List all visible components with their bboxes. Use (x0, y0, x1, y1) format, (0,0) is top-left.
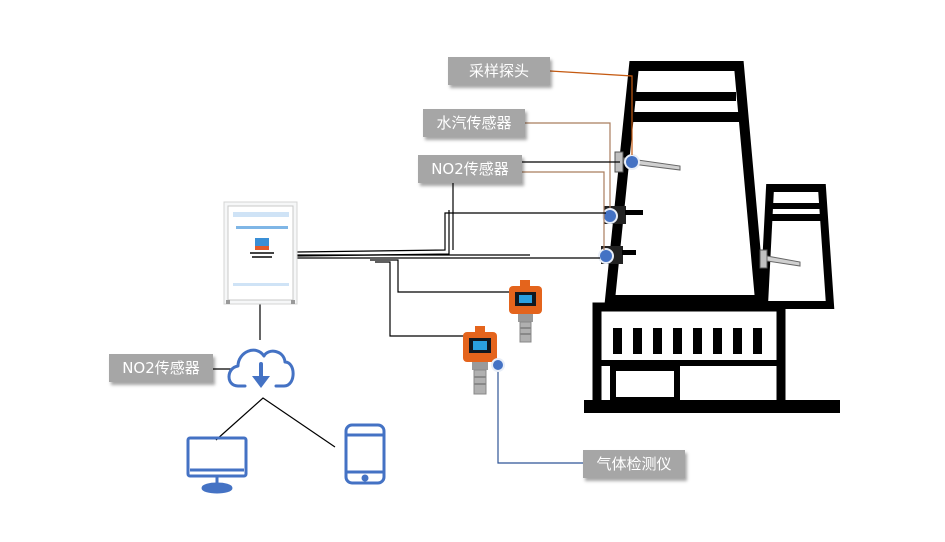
monitor-icon (186, 436, 248, 494)
phone-icon (344, 423, 386, 485)
probe-label: 采样探头 (448, 57, 550, 85)
probe-leader-line (549, 70, 633, 155)
no2-sensor-label-top: NO2传感器 (418, 155, 522, 183)
vapor-sensor-label: 水汽传感器 (423, 109, 525, 137)
factory-chimney-icon (584, 61, 840, 413)
no2-sensor-label-left: NO2传感器 (109, 354, 213, 382)
probe-icon (598, 151, 801, 269)
gas-detector-label: 气体检测仪 (583, 450, 685, 478)
cloud-download-icon (227, 348, 295, 388)
gas-detector-leader-line (497, 365, 583, 464)
cable-bundle (296, 210, 606, 337)
gas-detector-icon (463, 280, 542, 395)
vapor-leader-line (525, 122, 611, 208)
monitor-cabinet-icon (223, 201, 298, 305)
no2-leader-line (522, 171, 605, 250)
